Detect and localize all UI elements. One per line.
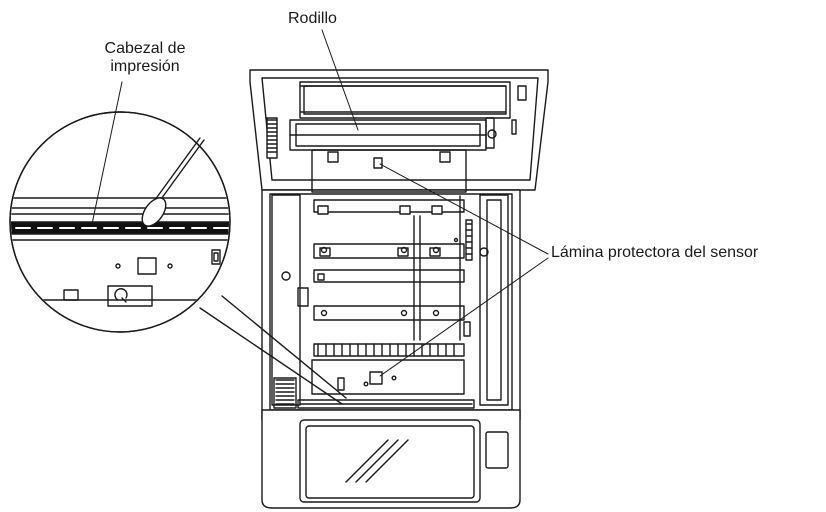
paper-guides	[297, 195, 475, 409]
leader-lines	[91, 29, 549, 377]
magnified-detail	[9, 111, 347, 405]
label-print-head-line2: impresión	[110, 58, 180, 75]
side-details	[273, 219, 489, 409]
printer-body	[261, 189, 521, 509]
gear-icon	[266, 117, 497, 159]
label-sensor-protector: Lámina protectora del sensor	[551, 244, 759, 261]
label-print-head: Cabezal de impresión	[85, 40, 205, 76]
label-print-head-line1: Cabezal de	[104, 40, 186, 57]
cotton-swab-icon	[141, 137, 205, 227]
label-roller: Rodillo	[288, 10, 337, 27]
printer-open-cover	[249, 69, 549, 191]
roller	[289, 119, 487, 193]
